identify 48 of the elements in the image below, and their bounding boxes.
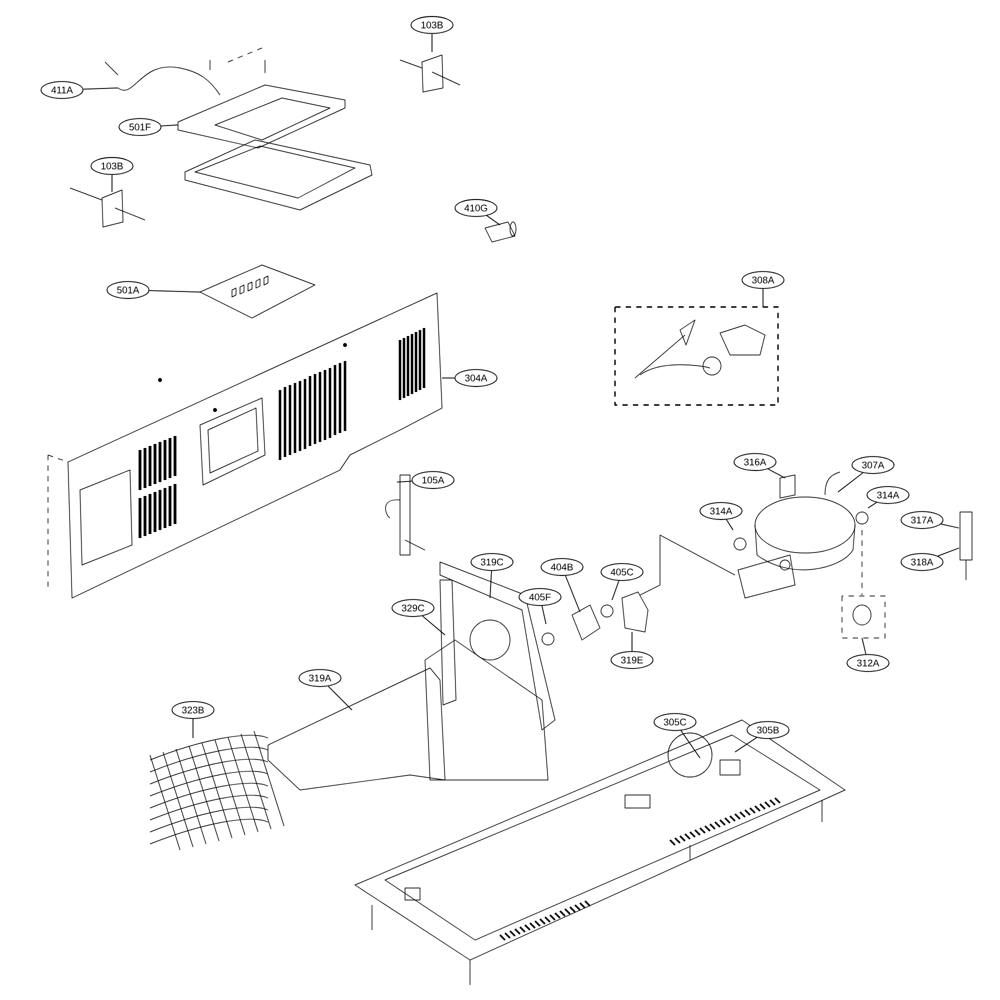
leader-line: [680, 730, 700, 758]
callout-label: 319A: [298, 669, 342, 687]
callout-label: 405C: [600, 563, 644, 581]
callout-label: 329C: [392, 599, 434, 617]
leader-line: [612, 580, 620, 600]
leader-line: [734, 737, 758, 752]
leader-line: [726, 519, 734, 530]
leader-line: [838, 472, 864, 492]
callout-label: 317A: [900, 511, 944, 529]
callout-label: 305C: [654, 713, 696, 731]
leader-line: [940, 524, 960, 528]
leader-line: [148, 290, 200, 292]
leader-line: [762, 288, 764, 308]
leader-line: [542, 605, 546, 624]
leader-line: [328, 686, 352, 710]
callout-label: 305B: [746, 721, 790, 739]
leader-line: [565, 575, 580, 612]
leader-line: [937, 548, 960, 556]
callout-label: 323B: [172, 701, 214, 719]
callout-label: 404B: [540, 558, 584, 576]
callout-label: 501F: [118, 118, 162, 136]
callout-label: 105A: [412, 471, 454, 489]
leader-line: [768, 468, 786, 478]
leader-line: [396, 480, 412, 482]
callout-label: 304A: [454, 369, 498, 387]
callout-label: 501A: [106, 281, 150, 299]
leader-line: [486, 215, 500, 226]
leader-line: [862, 638, 866, 655]
leader-line: [192, 718, 194, 738]
leader-line: [422, 616, 446, 636]
callout-label: 312A: [846, 654, 890, 672]
callout-label: 307A: [852, 456, 894, 474]
callout-label: 314A: [700, 502, 742, 520]
callout-label: 103B: [410, 16, 454, 34]
callout-label: 319E: [610, 651, 654, 669]
callout-label: 319C: [470, 553, 514, 571]
leader-line: [868, 502, 877, 508]
leader-line: [82, 88, 118, 90]
callout-label: 308A: [742, 271, 784, 289]
callout-label: 405F: [518, 588, 562, 606]
callout-label: 103B: [90, 157, 134, 175]
leader-line: [160, 124, 178, 126]
callout-label: 410G: [454, 199, 498, 217]
callout-label: 318A: [900, 553, 944, 571]
callout-label: 316A: [734, 453, 776, 471]
leader-line: [490, 570, 492, 598]
callout-label: 411A: [40, 81, 84, 99]
callout-label: 314A: [866, 486, 910, 504]
